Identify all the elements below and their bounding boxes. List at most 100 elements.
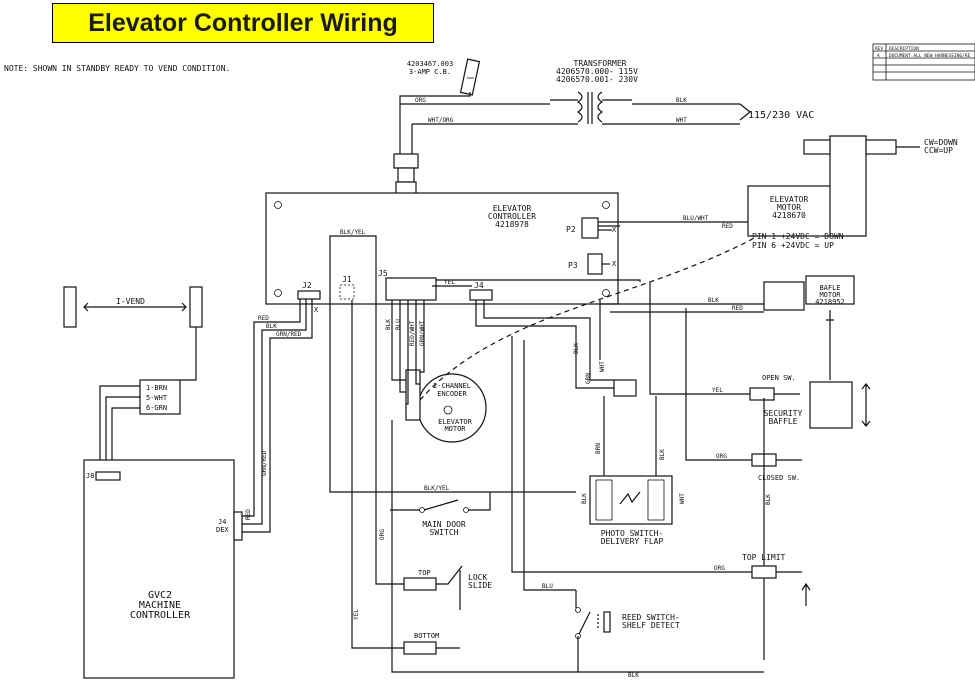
reed-switch-1: REED SWITCH- bbox=[622, 613, 680, 622]
open-switch-label: OPEN SW. bbox=[762, 374, 796, 382]
wire-blk-yel-top: BLK/YEL bbox=[340, 229, 366, 236]
rev-description: DOCUMENT ALL NEW HARNESSING/RE bbox=[889, 53, 971, 59]
p3-label: P3 bbox=[568, 261, 578, 270]
wire-blk-supply: BLK bbox=[676, 97, 687, 104]
j8-connector bbox=[95, 471, 121, 481]
wire-org-lock: ORG bbox=[379, 529, 386, 540]
encoder-2: ENCODER bbox=[437, 390, 467, 398]
controller-name-1: ELEVATOR bbox=[493, 204, 532, 213]
wire-blk-j2: BLK bbox=[266, 323, 277, 330]
gvc-1: GVC2 bbox=[148, 590, 172, 601]
lock-slide-top: TOP bbox=[418, 569, 431, 577]
wire-org-closed: ORG bbox=[716, 453, 727, 460]
elevator-motor-part: 4218670 bbox=[772, 211, 806, 220]
main-door-2: SWITCH bbox=[430, 528, 459, 537]
ivend-label: I-VEND bbox=[116, 297, 145, 306]
ivend-pin1: 1-BRN bbox=[146, 384, 167, 392]
lock-slide-2: SLIDE bbox=[468, 581, 492, 590]
open-switch-icon bbox=[749, 387, 800, 401]
wire-grn-red-j2: GRN/RED bbox=[276, 331, 302, 338]
ivend-left-plug bbox=[63, 286, 77, 328]
wire-grn-j4: GRN bbox=[585, 373, 592, 384]
wire-org-top-limit: ORG bbox=[714, 565, 725, 572]
breaker-rating: 3-AMP C.B. bbox=[409, 68, 451, 76]
wire-blk-j4: BLK bbox=[573, 343, 580, 354]
encoder-3: ELEVATOR bbox=[438, 418, 473, 426]
p3-x: X bbox=[612, 260, 617, 268]
wire-red-wht: RED/WHT bbox=[409, 320, 416, 346]
elevator-motor-name-1: ELEVATOR bbox=[770, 195, 809, 204]
closed-switch-icon bbox=[751, 453, 802, 467]
j5-connector bbox=[385, 277, 437, 301]
j2-connector bbox=[297, 290, 321, 300]
breaker-part: 4203467.003 bbox=[407, 60, 453, 68]
supply-voltage: 115/230 VAC bbox=[748, 110, 814, 121]
wire-grn-wht: GRN/WHT bbox=[419, 320, 426, 346]
diagram-title-banner: Elevator Controller Wiring bbox=[52, 3, 434, 43]
transformer-title: TRANSFORMER bbox=[574, 59, 627, 68]
photo-connector bbox=[613, 379, 637, 397]
circuit-breaker-icon bbox=[459, 58, 481, 96]
main-door-1: MAIN DOOR bbox=[422, 520, 466, 529]
wire-blu-reed: BLU bbox=[542, 583, 553, 590]
wire-blu-j5: BLU bbox=[395, 319, 402, 330]
lock-slide-bottom: BOTTOM bbox=[414, 632, 439, 640]
wire-wht-photo: WHT bbox=[679, 493, 686, 504]
reed-switch-2: SHELF DETECT bbox=[622, 621, 680, 630]
closed-switch-label: CLOSED SW. bbox=[758, 474, 800, 482]
wire-blu-wht: BLU/WHT bbox=[683, 215, 709, 222]
photo-switch bbox=[589, 475, 673, 525]
wire-wht-j4: WHT bbox=[599, 361, 606, 372]
desc-header: DESCRIPTION bbox=[889, 46, 919, 52]
ivend-right-plug bbox=[189, 286, 203, 328]
security-baffle-1: SECURITY bbox=[764, 409, 803, 418]
photo-switch-1: PHOTO SWITCH- bbox=[601, 529, 664, 538]
wire-yel-open: YEL bbox=[712, 387, 723, 394]
wire-red-motor: RED bbox=[722, 223, 733, 230]
wire-blk-vertical: BLK bbox=[765, 494, 772, 505]
j4-board-label: J4 bbox=[474, 281, 484, 290]
security-baffle bbox=[809, 381, 853, 429]
wire-blk-photo: BLK bbox=[659, 449, 666, 460]
elevator-motor bbox=[747, 185, 831, 237]
baffle-motor-name-2: MOTOR bbox=[819, 291, 841, 299]
transformer-115v: 4206570.000- 115V bbox=[556, 67, 638, 76]
baffle-motor bbox=[763, 281, 805, 311]
j4-dex-j4: J4 bbox=[218, 518, 226, 526]
gvc2-controller bbox=[83, 459, 235, 679]
j1-connector bbox=[339, 284, 355, 300]
top-limit-label: TOP LIMIT bbox=[742, 553, 786, 562]
rev-value: A bbox=[877, 53, 880, 59]
wire-blk-bottom: BLK bbox=[628, 672, 639, 679]
reed-switch-icon bbox=[575, 590, 611, 672]
j2-label: J2 bbox=[302, 281, 312, 290]
wire-brn-photo: BRN bbox=[595, 443, 602, 454]
wire-red-dex: RED bbox=[245, 509, 252, 520]
p3-connector bbox=[587, 253, 603, 275]
rotation-cw: CW=DOWN bbox=[924, 138, 958, 147]
encoder-link-dashed bbox=[419, 235, 759, 401]
gvc-2: MACHINE bbox=[139, 600, 181, 611]
j2-x: X bbox=[314, 306, 319, 314]
pin1-note: PIN 1 +24VDC = DOWN bbox=[752, 232, 844, 241]
wire-yel-bottom: YEL bbox=[353, 609, 360, 620]
wire-red-baffle: RED bbox=[732, 305, 743, 312]
p2-x: X bbox=[612, 226, 617, 234]
baffle-motor-name-1: BAFLE bbox=[819, 284, 840, 292]
motor-shaft bbox=[803, 139, 831, 155]
controller-part: 4218978 bbox=[495, 220, 529, 229]
rev-header: REV bbox=[875, 46, 883, 52]
j1-label: J1 bbox=[342, 275, 352, 284]
rotation-ccw: CCW=UP bbox=[924, 146, 953, 155]
encoder-4: MOTOR bbox=[444, 425, 466, 433]
j4-dex-connector bbox=[233, 511, 243, 541]
diagram-title: Elevator Controller Wiring bbox=[88, 8, 398, 37]
j4-board-connector bbox=[469, 289, 493, 301]
transformer-icon bbox=[550, 91, 632, 125]
security-baffle-2: BAFFLE bbox=[769, 417, 798, 426]
pin6-note: PIN 6 +24VDC = UP bbox=[752, 241, 834, 250]
p2-label: P2 bbox=[566, 225, 576, 234]
p2-connector bbox=[581, 217, 599, 239]
wire-blk-j5: BLK bbox=[385, 319, 392, 330]
